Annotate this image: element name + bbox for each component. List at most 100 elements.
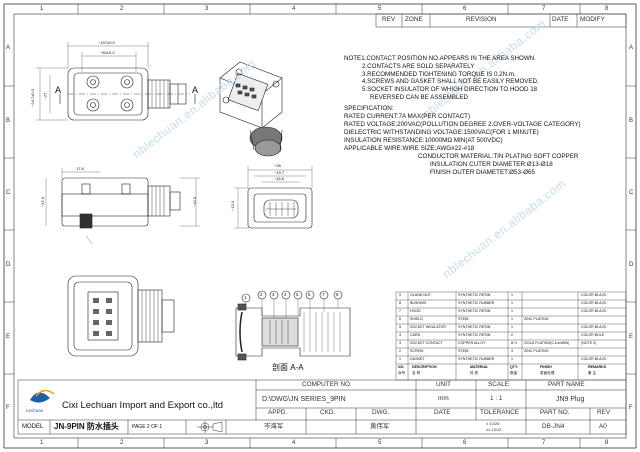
bom-cell-no: 7	[399, 309, 401, 313]
balloon-4: 4	[284, 292, 287, 297]
part-no-label: PART NO.	[540, 409, 570, 416]
bom-cell-rem: COLOR BLACK	[581, 309, 607, 313]
bom-cell-desc: SHIELD	[410, 317, 423, 321]
dim-side-h: ~13.3	[230, 200, 236, 212]
bom-cell-mat: SYNTHETIC RESIN	[458, 293, 491, 297]
bom-cell-qty: 2	[511, 333, 513, 337]
zone-A-right: A	[629, 45, 634, 51]
bom-cell-qty: 1	[511, 357, 513, 361]
zone-B-right: B	[629, 118, 634, 124]
rev-value: A0	[599, 423, 607, 430]
bom-cell-finish: ZINC PLATING	[524, 317, 549, 321]
dwg-value: 黄伟军	[370, 423, 390, 430]
bom-cell-qty: 1	[511, 293, 513, 297]
scale-value: 1 : 1	[490, 395, 503, 402]
bom-cell-desc: SOCKET INSULATOR	[410, 325, 446, 329]
appd-label: APPD.	[268, 409, 288, 416]
scale-label: SCALE	[488, 381, 509, 388]
bom-cell-mat: SYNTHETIC RESIN	[458, 325, 491, 329]
zone-F-right: F	[629, 405, 633, 411]
note-line-5: 5.SOCKET INSULATOR OF WHIGH DIRECTION TO…	[362, 86, 538, 93]
note-line-3: 3.RECOMMENDED TIGHTENING TORQUE IS 0.2N.…	[362, 71, 516, 78]
bom-cell-no: 4	[399, 333, 401, 337]
dim-side-w3: ~16.6	[274, 176, 285, 181]
bom-header-finish-cn: 表面处理	[540, 371, 555, 375]
unit-value: mm	[438, 395, 449, 402]
bom-cell-qty: 1	[511, 325, 513, 329]
spec-insul-dia: INSULATION CUTER DIAMETER:Ø13-Ø18	[430, 161, 553, 168]
zone-6b: 6	[463, 440, 467, 446]
balloon-8: 8	[336, 292, 339, 297]
dim-front-h: ~15.0	[192, 196, 198, 208]
zone-C-right: C	[629, 190, 634, 196]
bom-header-desc-cn: 名 称	[412, 371, 421, 375]
bom-cell-rem: COLOR BLACK	[581, 325, 607, 329]
zone-7b: 7	[542, 440, 546, 446]
dim-left-h1: ~24.7±0.3	[29, 89, 35, 107]
bom-cell-desc: HOOD	[410, 309, 421, 313]
part-name-label: PART NAME	[548, 381, 585, 388]
zone-2b: 2	[120, 440, 124, 446]
spec-wire: APPLICABLE WIRE:WIRE SIZE:AWG#22-#18	[344, 145, 475, 152]
bom-cell-qty: 1	[511, 301, 513, 305]
zone-3b: 3	[205, 440, 209, 446]
bom-cell-rem: COLOR BLACK	[581, 357, 607, 361]
dim-left-h2: ~27	[42, 92, 48, 100]
zone-A: A	[6, 45, 11, 51]
dim-left-small: ~12.0	[40, 196, 46, 208]
balloon-7: 7	[322, 292, 325, 297]
bom-cell-qty: 4	[511, 349, 513, 353]
bom-header-finish: FINISH	[540, 365, 552, 369]
bom-cell-mat: SYNTHETIC RESIN	[458, 333, 491, 337]
section-marker-right: A	[192, 85, 199, 95]
model-value: JN-9PIN 防水插头	[54, 422, 119, 431]
dim-top-width: ~157±0.5	[98, 40, 115, 45]
dwg-label: DWG.	[372, 409, 390, 416]
zone-E: E	[6, 334, 11, 340]
spec-title: SPECIFICATION:	[344, 105, 394, 112]
model-label: MODEL	[22, 424, 44, 430]
zone-D-right: D	[629, 262, 634, 268]
zone-D: D	[6, 262, 11, 268]
tolerance-1: ± 10/25	[486, 421, 500, 426]
bom-cell-desc: GASKET	[410, 357, 425, 361]
bom-cell-no: 9	[399, 293, 401, 297]
bom-header-rem: REMARKS	[588, 365, 607, 369]
rev-header-zone: ZONE	[405, 16, 423, 23]
rev-header-revision: REVISION	[466, 16, 497, 23]
bom-header-mat-cn: 材 质	[470, 371, 479, 375]
balloon-5: 5	[296, 292, 299, 297]
zone-1b: 1	[40, 440, 44, 446]
bom-cell-rem: COLOR BULE	[581, 333, 605, 337]
bom-cell-no: 8	[399, 301, 401, 305]
zone-7: 7	[542, 6, 546, 12]
zone-C: C	[6, 190, 11, 196]
spec-voltage: RATED VOLTAGE:200VAC(POLLUTION DEGREE 2,…	[344, 121, 581, 128]
dim-side-w2: ~19.7	[274, 170, 285, 175]
zone-3: 3	[205, 6, 209, 12]
zone-6: 6	[463, 6, 467, 12]
page-number: PAGE 2 OF 1	[132, 424, 163, 430]
zone-B: B	[6, 118, 11, 124]
zone-5: 5	[378, 6, 382, 12]
company-name: Cixi Lechuan Import and Export co.,ltd	[62, 400, 224, 411]
balloon-1: 1	[244, 295, 247, 300]
zone-8b: 8	[605, 440, 609, 446]
balloon-2: 2	[260, 292, 263, 297]
zone-4: 4	[292, 6, 296, 12]
bom-cell-no: 6	[399, 317, 401, 321]
note-line-1: NOTE1.CONTACT POSITION NO.APPEARS IN THE…	[344, 55, 536, 62]
bom-header-no: NO.	[398, 365, 405, 369]
rev-header-modify: MODIFY	[580, 16, 605, 23]
bom-cell-finish: GOLD PLATING(0.1umMIN)	[524, 341, 570, 345]
bom-cell-mat: COPPER ALLOY	[458, 341, 486, 345]
zone-2: 2	[120, 6, 124, 12]
bom-cell-no: 3	[399, 341, 401, 345]
bom-header-mat: MATERIAL	[470, 365, 489, 369]
zone-E-right: E	[629, 334, 634, 340]
bom-cell-no: 5	[399, 325, 401, 329]
section-marker-left: A	[55, 85, 62, 95]
bom-cell-no: 2	[399, 349, 401, 353]
zone-F: F	[6, 405, 10, 411]
